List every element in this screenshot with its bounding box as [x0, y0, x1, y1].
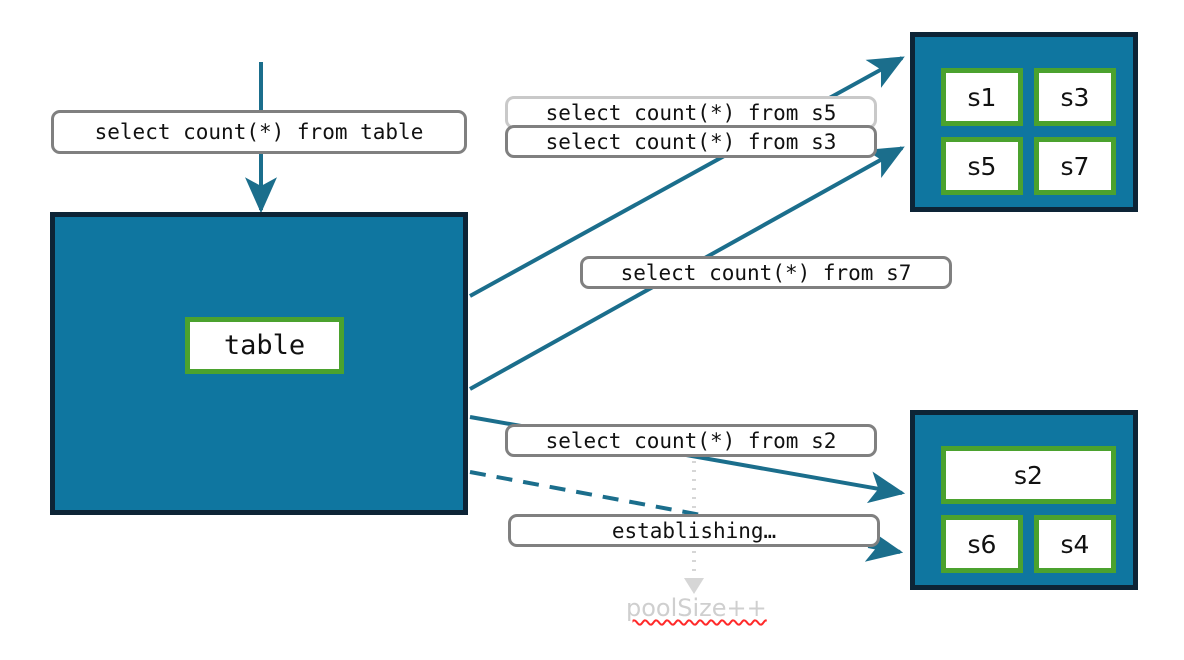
- database-table-container: table: [50, 212, 468, 515]
- query-label-s3[interactable]: select count(*) from s3: [505, 125, 877, 158]
- connection-pool-bottom: s2 s6 s4: [910, 410, 1138, 590]
- pool-top-chip-s5[interactable]: s5: [941, 137, 1023, 195]
- query-label-table[interactable]: select count(*) from table: [51, 110, 467, 154]
- table-chip[interactable]: table: [185, 317, 344, 374]
- query-label-s2[interactable]: select count(*) from s2: [505, 424, 877, 457]
- poolsize-increment-note: poolSize++: [626, 594, 767, 622]
- pool-bottom-chip-s6[interactable]: s6: [941, 515, 1023, 573]
- pool-bottom-chip-s4[interactable]: s4: [1034, 515, 1116, 573]
- query-label-s7[interactable]: select count(*) from s7: [580, 256, 952, 289]
- pool-top-chip-s3[interactable]: s3: [1034, 68, 1116, 126]
- connection-pool-top: s1 s3 s5 s7: [910, 32, 1138, 212]
- pool-top-chip-s7[interactable]: s7: [1034, 137, 1116, 195]
- status-label-establishing[interactable]: establishing…: [508, 514, 880, 547]
- pool-bottom-chip-s2[interactable]: s2: [941, 446, 1116, 504]
- pool-top-chip-s1[interactable]: s1: [941, 68, 1023, 126]
